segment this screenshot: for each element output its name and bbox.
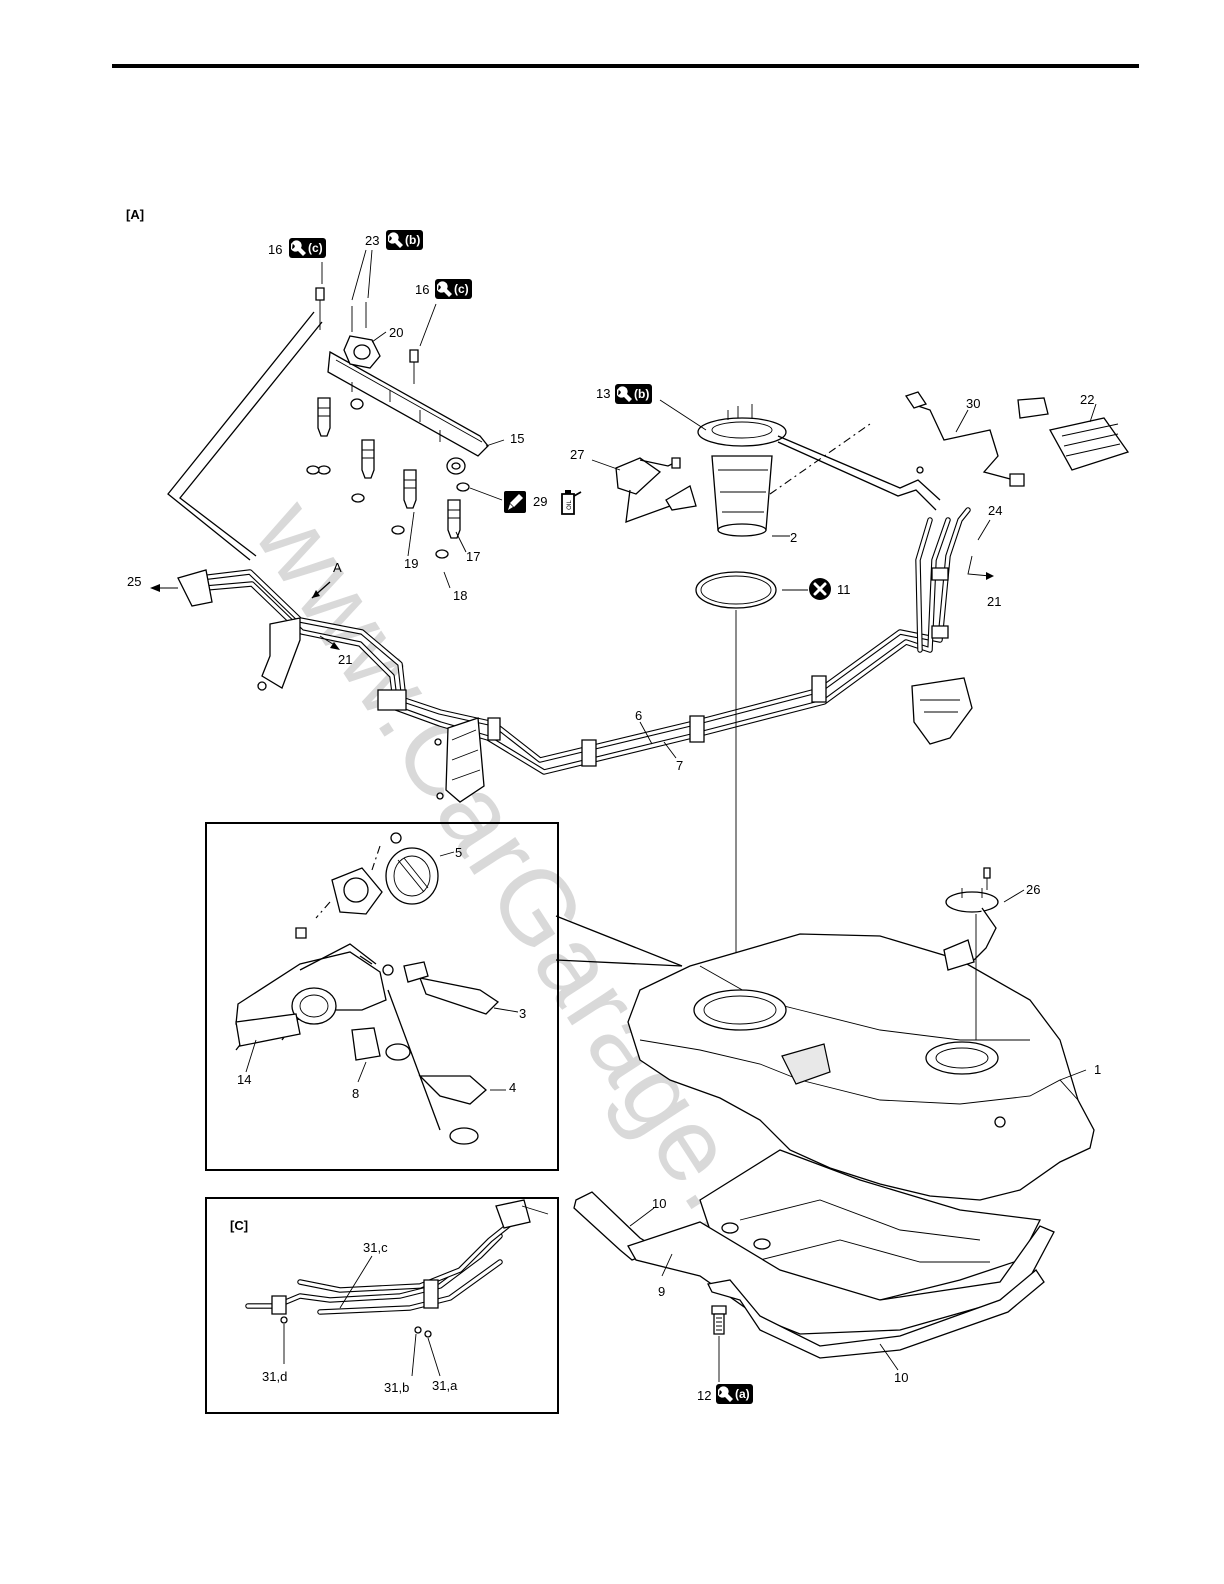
badge-label: (a) xyxy=(735,1387,750,1401)
callout-1: 1 xyxy=(1094,1062,1101,1077)
callout-31b: 31,b xyxy=(384,1380,409,1395)
callout-20: 20 xyxy=(389,325,403,340)
callout-4: 4 xyxy=(509,1080,516,1095)
wrench-icon xyxy=(437,281,453,297)
view-arrow-label: A xyxy=(333,560,342,575)
callout-21: 21 xyxy=(338,652,352,667)
callout-8: 8 xyxy=(352,1086,359,1101)
callout-31d: 31,d xyxy=(262,1369,287,1384)
callout-25: 25 xyxy=(127,574,141,589)
callout-27: 27 xyxy=(570,447,584,462)
fuel-lines xyxy=(150,510,972,802)
torque-badge-b: (b) xyxy=(386,230,423,250)
callout-18: 18 xyxy=(453,588,467,603)
callout-7: 7 xyxy=(676,758,683,773)
fuel-pump-module xyxy=(660,400,870,536)
badge-label: (c) xyxy=(308,241,323,255)
callout-19: 19 xyxy=(404,556,418,571)
callout-26: 26 xyxy=(1026,882,1040,897)
callout-15: 15 xyxy=(510,431,524,446)
pump-o-ring xyxy=(696,572,776,608)
callout-14: 14 xyxy=(237,1072,251,1087)
oil-can-text: OIL xyxy=(567,500,573,510)
torque-badge-a: (a) xyxy=(716,1384,753,1404)
callout-30: 30 xyxy=(966,396,980,411)
badge-label: (b) xyxy=(405,233,420,247)
callout-10: 10 xyxy=(652,1196,666,1211)
wrench-icon xyxy=(291,240,307,256)
torque-badge-c: (c) xyxy=(435,279,472,299)
torque-badge-b: (b) xyxy=(615,384,652,404)
grease-brush-icon xyxy=(504,491,526,513)
callout-22: 22 xyxy=(1080,392,1094,407)
callout-29: 29 xyxy=(533,494,547,509)
callout-13: 13 xyxy=(596,386,610,401)
callout-23: 23 xyxy=(365,233,379,248)
callout-21: 21 xyxy=(987,594,1001,609)
callout-6: 6 xyxy=(635,708,642,723)
fuel-rail-assembly xyxy=(328,336,488,474)
callout-16: 16 xyxy=(415,282,429,297)
callout-12: 12 xyxy=(697,1388,711,1403)
badge-label: (b) xyxy=(634,387,649,401)
x-circle-icon xyxy=(809,578,831,600)
callout-2: 2 xyxy=(790,530,797,545)
inset-c-fuel-lines xyxy=(205,1197,559,1414)
callout-9: 9 xyxy=(658,1284,665,1299)
oil-can-icon: OIL xyxy=(555,486,585,516)
callout-11: 11 xyxy=(837,582,851,597)
wrench-icon xyxy=(388,232,404,248)
wrench-icon xyxy=(617,386,633,402)
callout-31c: 31,c xyxy=(363,1240,388,1255)
inset-b-filler-neck xyxy=(205,822,559,1171)
callout-10: 10 xyxy=(894,1370,908,1385)
section-label-a: [A] xyxy=(126,207,144,222)
callout-17: 17 xyxy=(466,549,480,564)
callout-31a: 31,a xyxy=(432,1378,457,1393)
callout-5: 5 xyxy=(455,845,462,860)
callout-3: 3 xyxy=(519,1006,526,1021)
callout-24: 24 xyxy=(988,503,1002,518)
badge-label: (c) xyxy=(454,282,469,296)
wrench-icon xyxy=(718,1386,734,1402)
torque-badge-c: (c) xyxy=(289,238,326,258)
section-label-c: [C] xyxy=(230,1218,248,1233)
callout-16: 16 xyxy=(268,242,282,257)
